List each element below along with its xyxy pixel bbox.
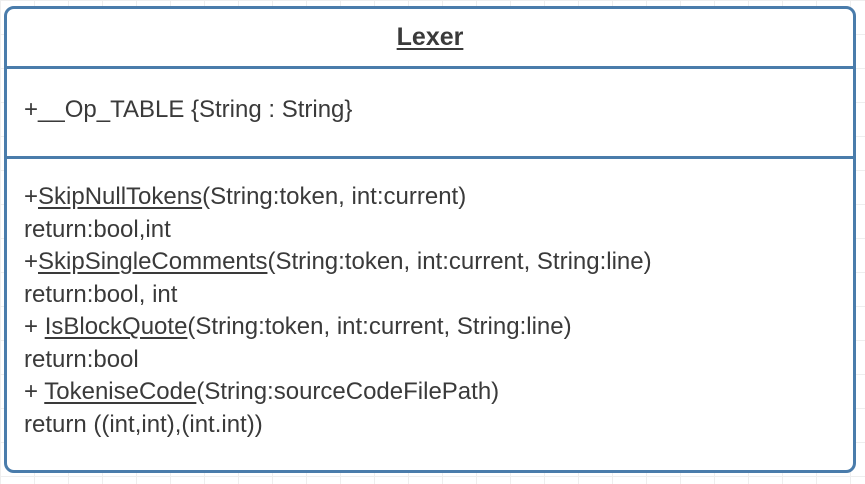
class-name-compartment: Lexer bbox=[7, 9, 853, 69]
operation-prefix: + bbox=[24, 313, 45, 340]
operation-prefix: + bbox=[24, 378, 45, 405]
operation-return: return:bool,int bbox=[24, 215, 171, 243]
operation-return: return ((int,int),(int.int)) bbox=[24, 410, 263, 438]
operation-prefix: + bbox=[24, 248, 39, 275]
operations-list: +SkipNullTokens(String:token, int:curren… bbox=[24, 181, 652, 441]
attribute-op-table: +__Op_TABLE {String : String} bbox=[24, 96, 353, 123]
operation-return: return:bool bbox=[24, 345, 139, 373]
operation-params: (String:sourceCodeFilePath) bbox=[196, 378, 500, 405]
operation-skip-null-tokens: +SkipNullTokens(String:token, int:curren… bbox=[24, 181, 652, 214]
operation-params: (String:token, int:current, String:line) bbox=[187, 313, 572, 340]
operation-return: return:bool, int bbox=[24, 280, 178, 308]
operation-tokenise-code: + TokeniseCode(String:sourceCodeFilePath… bbox=[24, 376, 652, 409]
operation-skip-single-comments: +SkipSingleComments(String:token, int:cu… bbox=[24, 246, 652, 279]
operation-is-block-quote: + IsBlockQuote(String:token, int:current… bbox=[24, 311, 652, 344]
attributes-compartment: +__Op_TABLE {String : String} bbox=[7, 69, 853, 159]
operation-params: (String:token, int:current) bbox=[202, 183, 467, 210]
class-name: Lexer bbox=[396, 23, 464, 51]
operation-name: SkipSingleComments bbox=[38, 248, 268, 275]
uml-class-box[interactable]: Lexer +__Op_TABLE {String : String} +Ski… bbox=[4, 6, 856, 473]
operation-prefix: + bbox=[24, 183, 39, 210]
operation-name: IsBlockQuote bbox=[44, 313, 188, 340]
operations-compartment: +SkipNullTokens(String:token, int:curren… bbox=[7, 159, 853, 470]
operation-params: (String:token, int:current, String:line) bbox=[267, 248, 652, 275]
operation-name: SkipNullTokens bbox=[38, 183, 203, 210]
operation-name: TokeniseCode bbox=[44, 378, 197, 405]
